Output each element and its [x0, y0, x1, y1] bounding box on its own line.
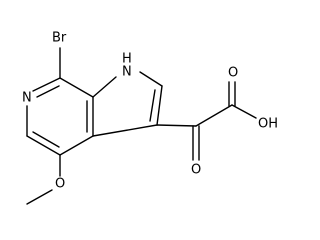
bond-n1-c2 — [139, 71, 163, 87]
atom-n1-label: N — [122, 65, 132, 80]
bond-ca-cb — [195, 104, 233, 127]
bond-c7-c7a — [59, 77, 94, 98]
bond-n6-c7 — [32, 77, 61, 92]
bond-c4-c5-inner — [32, 131, 60, 148]
bond-c3a-c4 — [59, 135, 94, 156]
bond-n6-c7-inner — [36, 85, 60, 98]
structure-canvas: Br H N N O O O OH — [22, 30, 279, 205]
atom-acid-o-label: O — [228, 66, 238, 81]
bond-c2-c3 — [156, 85, 163, 126]
atom-ketone-o-label: O — [191, 163, 201, 178]
atom-oh-label: OH — [258, 117, 278, 132]
chemical-structure: Br H N N O O O OH — [22, 31, 278, 205]
atom-n6-label: N — [22, 91, 32, 106]
bond-c3-ca — [156, 124, 197, 127]
bond-c7a-n1 — [92, 76, 117, 98]
bond-c3-c3a — [92, 124, 158, 137]
bond-c2-c3-inner — [149, 89, 156, 122]
atom-br-label: Br — [52, 31, 67, 46]
bond-c4-c5 — [26, 135, 61, 156]
bond-cb-oh — [231, 104, 257, 119]
atom-h-label: H — [122, 52, 132, 67]
bond-o-ch3 — [26, 189, 53, 205]
atom-methoxy-o-label: O — [55, 177, 65, 192]
